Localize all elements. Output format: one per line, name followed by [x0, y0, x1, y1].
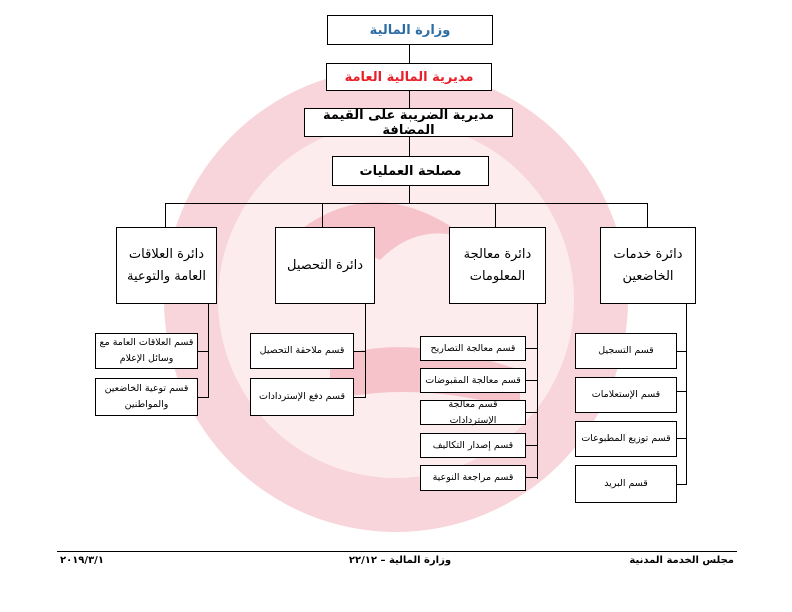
connector-line	[677, 438, 686, 439]
department-title: دائرة العلاقات العامة والتوعية	[126, 246, 206, 284]
directorate-box: مديرية المالية العامة	[326, 63, 492, 91]
section-label: قسم إصدار التكاليف	[432, 439, 514, 451]
section-box: قسم إصدار التكاليف	[420, 433, 526, 458]
section-label: قسم معالجة الإستردادات	[448, 398, 498, 426]
section-box: قسم الإستعلامات	[575, 377, 677, 413]
department-box: دائرة العلاقات العامة والتوعية	[116, 227, 217, 304]
section-box: قسم البريد	[575, 465, 677, 503]
connector-line	[165, 203, 166, 227]
connector-line	[526, 380, 537, 381]
connector-line	[198, 397, 208, 398]
connector-line	[526, 348, 537, 349]
section-label: قسم العلاقات العامة مع وسائل الإعلام	[99, 337, 194, 364]
section-box: قسم العلاقات العامة مع وسائل الإعلام	[95, 333, 198, 369]
connector-line	[495, 203, 496, 227]
ministry-box: وزارة المالية	[327, 15, 493, 45]
section-label: قسم مراجعة النوعية	[432, 472, 514, 483]
connector-line	[526, 412, 537, 413]
section-label: قسم البريد	[604, 478, 648, 489]
footer-left: ٢٠١٩/٣/١	[60, 555, 104, 566]
operations-label: مصلحة العمليات	[359, 163, 462, 179]
section-box: قسم التسجيل	[575, 333, 677, 369]
section-label: قسم التسجيل	[598, 345, 654, 356]
connector-line	[647, 203, 648, 227]
section-label: قسم معالجة التصاريح	[430, 342, 516, 354]
connector-line	[526, 445, 537, 446]
connector-line	[165, 203, 648, 204]
connector-line	[409, 45, 410, 63]
section-box: قسم توعية الخاضعين والمواطنين	[95, 378, 198, 416]
operations-box: مصلحة العمليات	[332, 156, 489, 186]
connector-line	[208, 304, 209, 398]
footer-right: مجلس الخدمة المدنية	[629, 555, 734, 566]
department-box: دائرة التحصيل	[275, 227, 375, 304]
connector-line	[365, 304, 366, 398]
connector-line	[526, 477, 537, 478]
department-title: دائرة التحصيل	[286, 257, 364, 273]
connector-line	[677, 351, 686, 352]
connector-line	[354, 351, 365, 352]
section-box: قسم ملاحقة التحصيل	[250, 333, 354, 369]
vat-directorate-box: مديرية الضريبة على القيمة المضافة	[304, 107, 513, 138]
section-label: قسم الإستعلامات	[591, 389, 661, 400]
department-box: دائرة خدمات الخاضعين	[600, 227, 696, 304]
connector-line	[677, 391, 686, 392]
section-label: قسم توزيع المطبوعات	[581, 433, 671, 444]
connector-line	[686, 304, 687, 485]
section-box: قسم معالجة الإستردادات	[420, 399, 526, 426]
connector-line	[322, 203, 323, 227]
vat-directorate-label: مديرية الضريبة على القيمة المضافة	[322, 107, 495, 138]
section-box: قسم دفع الإستردادات	[250, 378, 354, 416]
footer-rule	[57, 551, 737, 552]
section-label: قسم ملاحقة التحصيل	[259, 345, 345, 356]
department-title: دائرة معالجة المعلومات	[463, 246, 532, 284]
connector-line	[409, 186, 410, 203]
section-label: قسم دفع الإستردادات	[259, 391, 346, 402]
section-box: قسم معالجة المقبوضات	[420, 368, 526, 393]
connector-line	[409, 137, 410, 156]
section-box: قسم مراجعة النوعية	[420, 465, 526, 491]
footer-center: وزارة المالية – ٢٢/١٢	[348, 555, 452, 566]
section-label: قسم توعية الخاضعين والمواطنين	[104, 383, 189, 410]
directorate-label: مديرية المالية العامة	[344, 69, 474, 85]
section-label: قسم معالجة المقبوضات	[425, 374, 521, 386]
section-box: قسم معالجة التصاريح	[420, 336, 526, 361]
connector-line	[409, 91, 410, 108]
department-title: دائرة خدمات الخاضعين	[613, 246, 683, 284]
connector-line	[537, 304, 538, 479]
connector-line	[677, 484, 686, 485]
ministry-label: وزارة المالية	[369, 22, 451, 38]
connector-line	[354, 397, 365, 398]
connector-line	[198, 351, 208, 352]
department-box: دائرة معالجة المعلومات	[449, 227, 546, 304]
section-box: قسم توزيع المطبوعات	[575, 421, 677, 457]
